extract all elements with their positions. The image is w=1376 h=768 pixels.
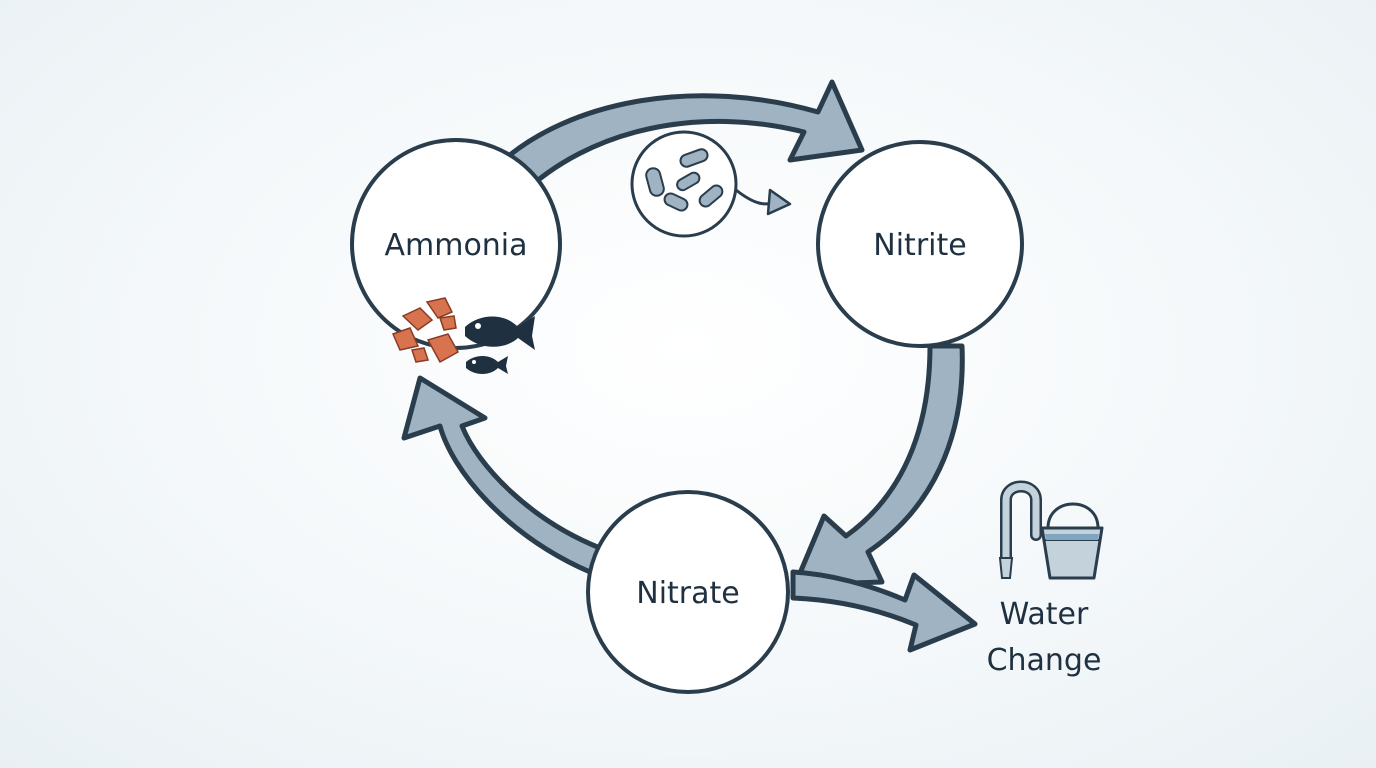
node-nitrite: Nitrite	[816, 140, 1024, 348]
fish-icon	[465, 316, 535, 374]
arrow-nitrite-to-nitrate	[792, 343, 965, 588]
fish-waste-icon	[391, 297, 460, 364]
bacteria-icon	[630, 130, 792, 238]
water-change-label: Water Change	[987, 597, 1102, 678]
siphon-icon	[998, 480, 1042, 579]
water-change-line2: Change	[987, 643, 1102, 678]
node-nitrate: Nitrate	[586, 490, 790, 694]
arrow-to-water-change	[790, 569, 978, 653]
ammonia-label: Ammonia	[384, 228, 527, 263]
arrow-ammonia-to-nitrite	[494, 79, 865, 199]
bucket-icon	[1040, 502, 1104, 580]
arrow-nitrate-to-ammonia	[401, 375, 603, 575]
nitrate-label: Nitrate	[636, 576, 739, 611]
node-ammonia: Ammonia	[350, 138, 562, 350]
nitrite-label: Nitrite	[873, 228, 966, 263]
water-change-line1: Water	[1000, 597, 1089, 632]
